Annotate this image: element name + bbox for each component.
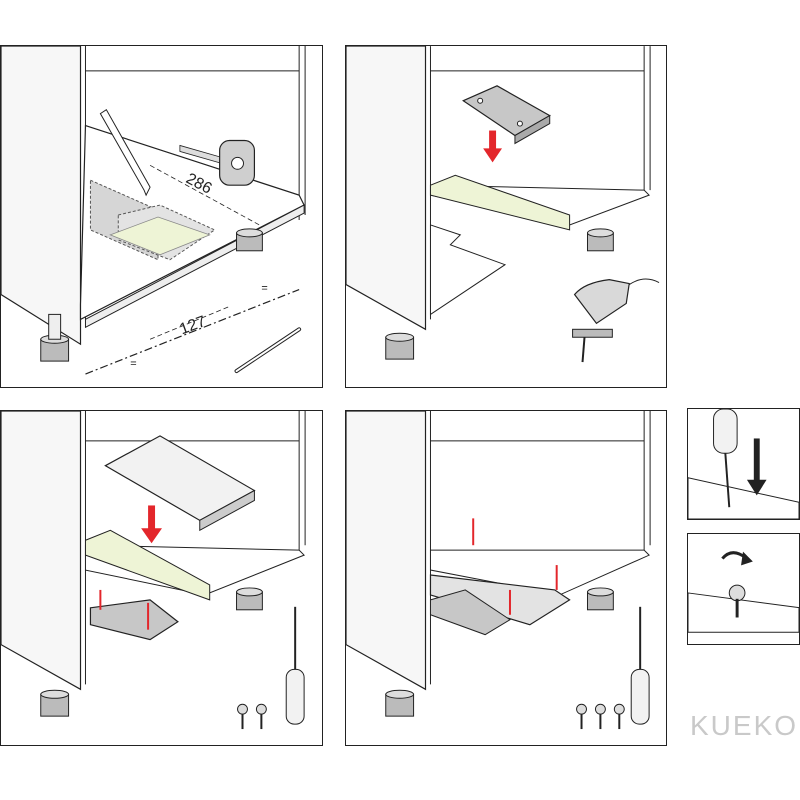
screw-icon	[576, 703, 625, 730]
step-1-drawing: 286 127 = =	[1, 46, 306, 375]
step-1-panel: 286 127 = =	[0, 45, 323, 388]
screw-icon	[237, 703, 267, 730]
step-2-panel	[345, 45, 667, 388]
tape-measure-icon	[179, 139, 256, 186]
screwdriver-icon	[285, 606, 305, 725]
equal-mark-2: =	[261, 283, 267, 295]
arrow-down-icon	[483, 130, 503, 163]
cover-plate-icon	[104, 435, 256, 532]
template-plate-icon	[462, 85, 551, 145]
base-plate-icon	[89, 589, 179, 641]
cabinet-foot-icon	[385, 587, 614, 717]
jigsaw-icon	[572, 278, 660, 363]
installed-plate-icon	[429, 518, 571, 636]
dimension-127-label: 127	[177, 313, 208, 338]
watermark-text: KUEKOM	[690, 710, 800, 741]
pencil-icon-2	[234, 327, 302, 374]
step-3-drawing	[1, 411, 306, 730]
step-3-panel	[0, 410, 323, 746]
detail-screw-panel	[687, 533, 800, 645]
step-4-panel	[345, 410, 667, 746]
step-4-drawing	[346, 411, 651, 730]
arrow-down-icon	[746, 438, 767, 496]
detail-screw-drawing	[688, 551, 799, 633]
detail-screwdriver-drawing	[688, 409, 799, 519]
screw-icon	[728, 584, 746, 618]
rotate-arrow-icon	[721, 551, 753, 566]
equal-mark-1: =	[130, 358, 136, 370]
step-2-drawing	[346, 46, 660, 363]
cabinet-foot-icon	[385, 228, 614, 360]
screwdriver-icon	[630, 606, 650, 725]
pencil-icon	[99, 108, 151, 197]
cabinet-side-panel	[1, 46, 82, 346]
cabinet-foot-icon	[40, 228, 263, 362]
screwdriver-icon	[713, 409, 738, 508]
cutout-edge-tape	[429, 174, 571, 231]
cutout-edge-tape	[84, 529, 211, 601]
detail-screwdriver-panel	[687, 408, 800, 520]
cabinet-foot-icon	[40, 587, 263, 717]
arrow-down-icon	[141, 505, 162, 544]
